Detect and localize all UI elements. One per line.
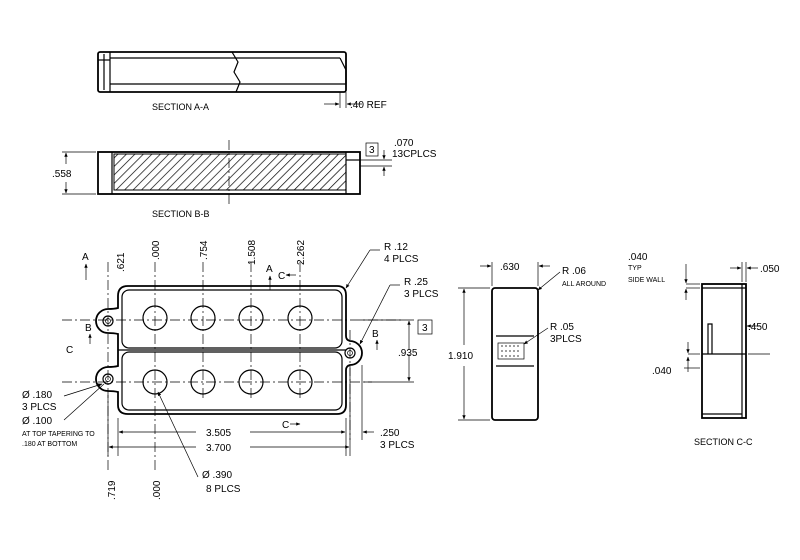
cut-a-left: A [82,252,89,263]
section-aa-view: .40 REF SECTION A-A [97,51,387,112]
section-bb-height: .558 [52,169,72,180]
cut-a-right: A [266,264,273,275]
section-aa-ref: .40 REF [350,100,387,111]
mount-hole-dia: Ø .180 [22,390,52,401]
tab-radius-qty: 3 PLCS [404,289,439,300]
slot-qty: 3PLCS [550,334,582,345]
x-coord-top-1: .621 [116,252,127,272]
x-coord-top-2: .000 [151,240,162,260]
outer-length: 3.700 [206,443,231,454]
side-width: .630 [500,262,520,273]
cc-wall-typ: TYP [628,265,642,272]
section-bb-title: SECTION B-B [152,209,210,219]
cc-mid-dim: .450 [748,322,768,333]
side-view: .630 1.910 R .06 ALL AROUND R .05 3PLCS [448,262,606,421]
corner-radius: R .12 [384,242,408,253]
section-bb-count: 13CPLCS [392,149,437,160]
hole-marker: 3 [422,323,428,334]
section-bb-marker: 3 [369,145,375,156]
section-cc-title: SECTION C-C [694,437,753,447]
cut-b-right: B [372,329,379,340]
inner-length: 3.505 [206,428,231,439]
pole-dia: Ø .390 [202,470,232,481]
cut-c-top: C [278,271,285,282]
cut-b-left: B [85,323,92,334]
through-dia: Ø .100 [22,416,52,427]
x-coord-bottom-2: .000 [152,480,163,500]
slot-radius: R .05 [550,322,574,333]
tab-qty: 3 PLCS [380,440,415,451]
cut-c-bottom: C [282,420,289,431]
section-bb-view: .558 3 .070 13CPLCS SECTION B-B [52,138,437,219]
cc-bottom-dim: .040 [652,366,672,377]
taper-note-1: AT TOP TAPERING TO [22,431,95,438]
x-coord-top-5: 2.262 [296,240,307,265]
cut-c-left: C [66,345,73,356]
cc-wall: .040 [628,252,648,263]
taper-note-2: .180 AT BOTTOM [22,441,77,448]
cc-wall-note: SIDE WALL [628,277,665,284]
plan-view: .621 .000 .754 1.508 2.262 .719 .000 A A… [22,240,439,500]
section-cc-view: .040 TYP SIDE WALL .050 .450 .040 SECTIO… [628,252,780,447]
x-coord-top-3: .754 [199,240,210,260]
side-radius: R .06 [562,266,586,277]
x-coord-top-4: 1.508 [247,240,258,265]
tab-radius: R .25 [404,277,428,288]
section-aa-title: SECTION A-A [152,102,209,112]
side-height: 1.910 [448,351,473,362]
cc-top-dim: .050 [760,264,780,275]
corner-radius-qty: 4 PLCS [384,254,419,265]
mount-hole-qty: 3 PLCS [22,402,57,413]
x-coord-bottom-1: .719 [107,480,118,500]
tab-dim: .250 [380,428,400,439]
row-pitch: .935 [398,348,418,359]
section-bb-thickness: .070 [394,138,414,149]
pole-qty: 8 PLCS [206,484,241,495]
side-radius-note: ALL AROUND [562,281,606,288]
